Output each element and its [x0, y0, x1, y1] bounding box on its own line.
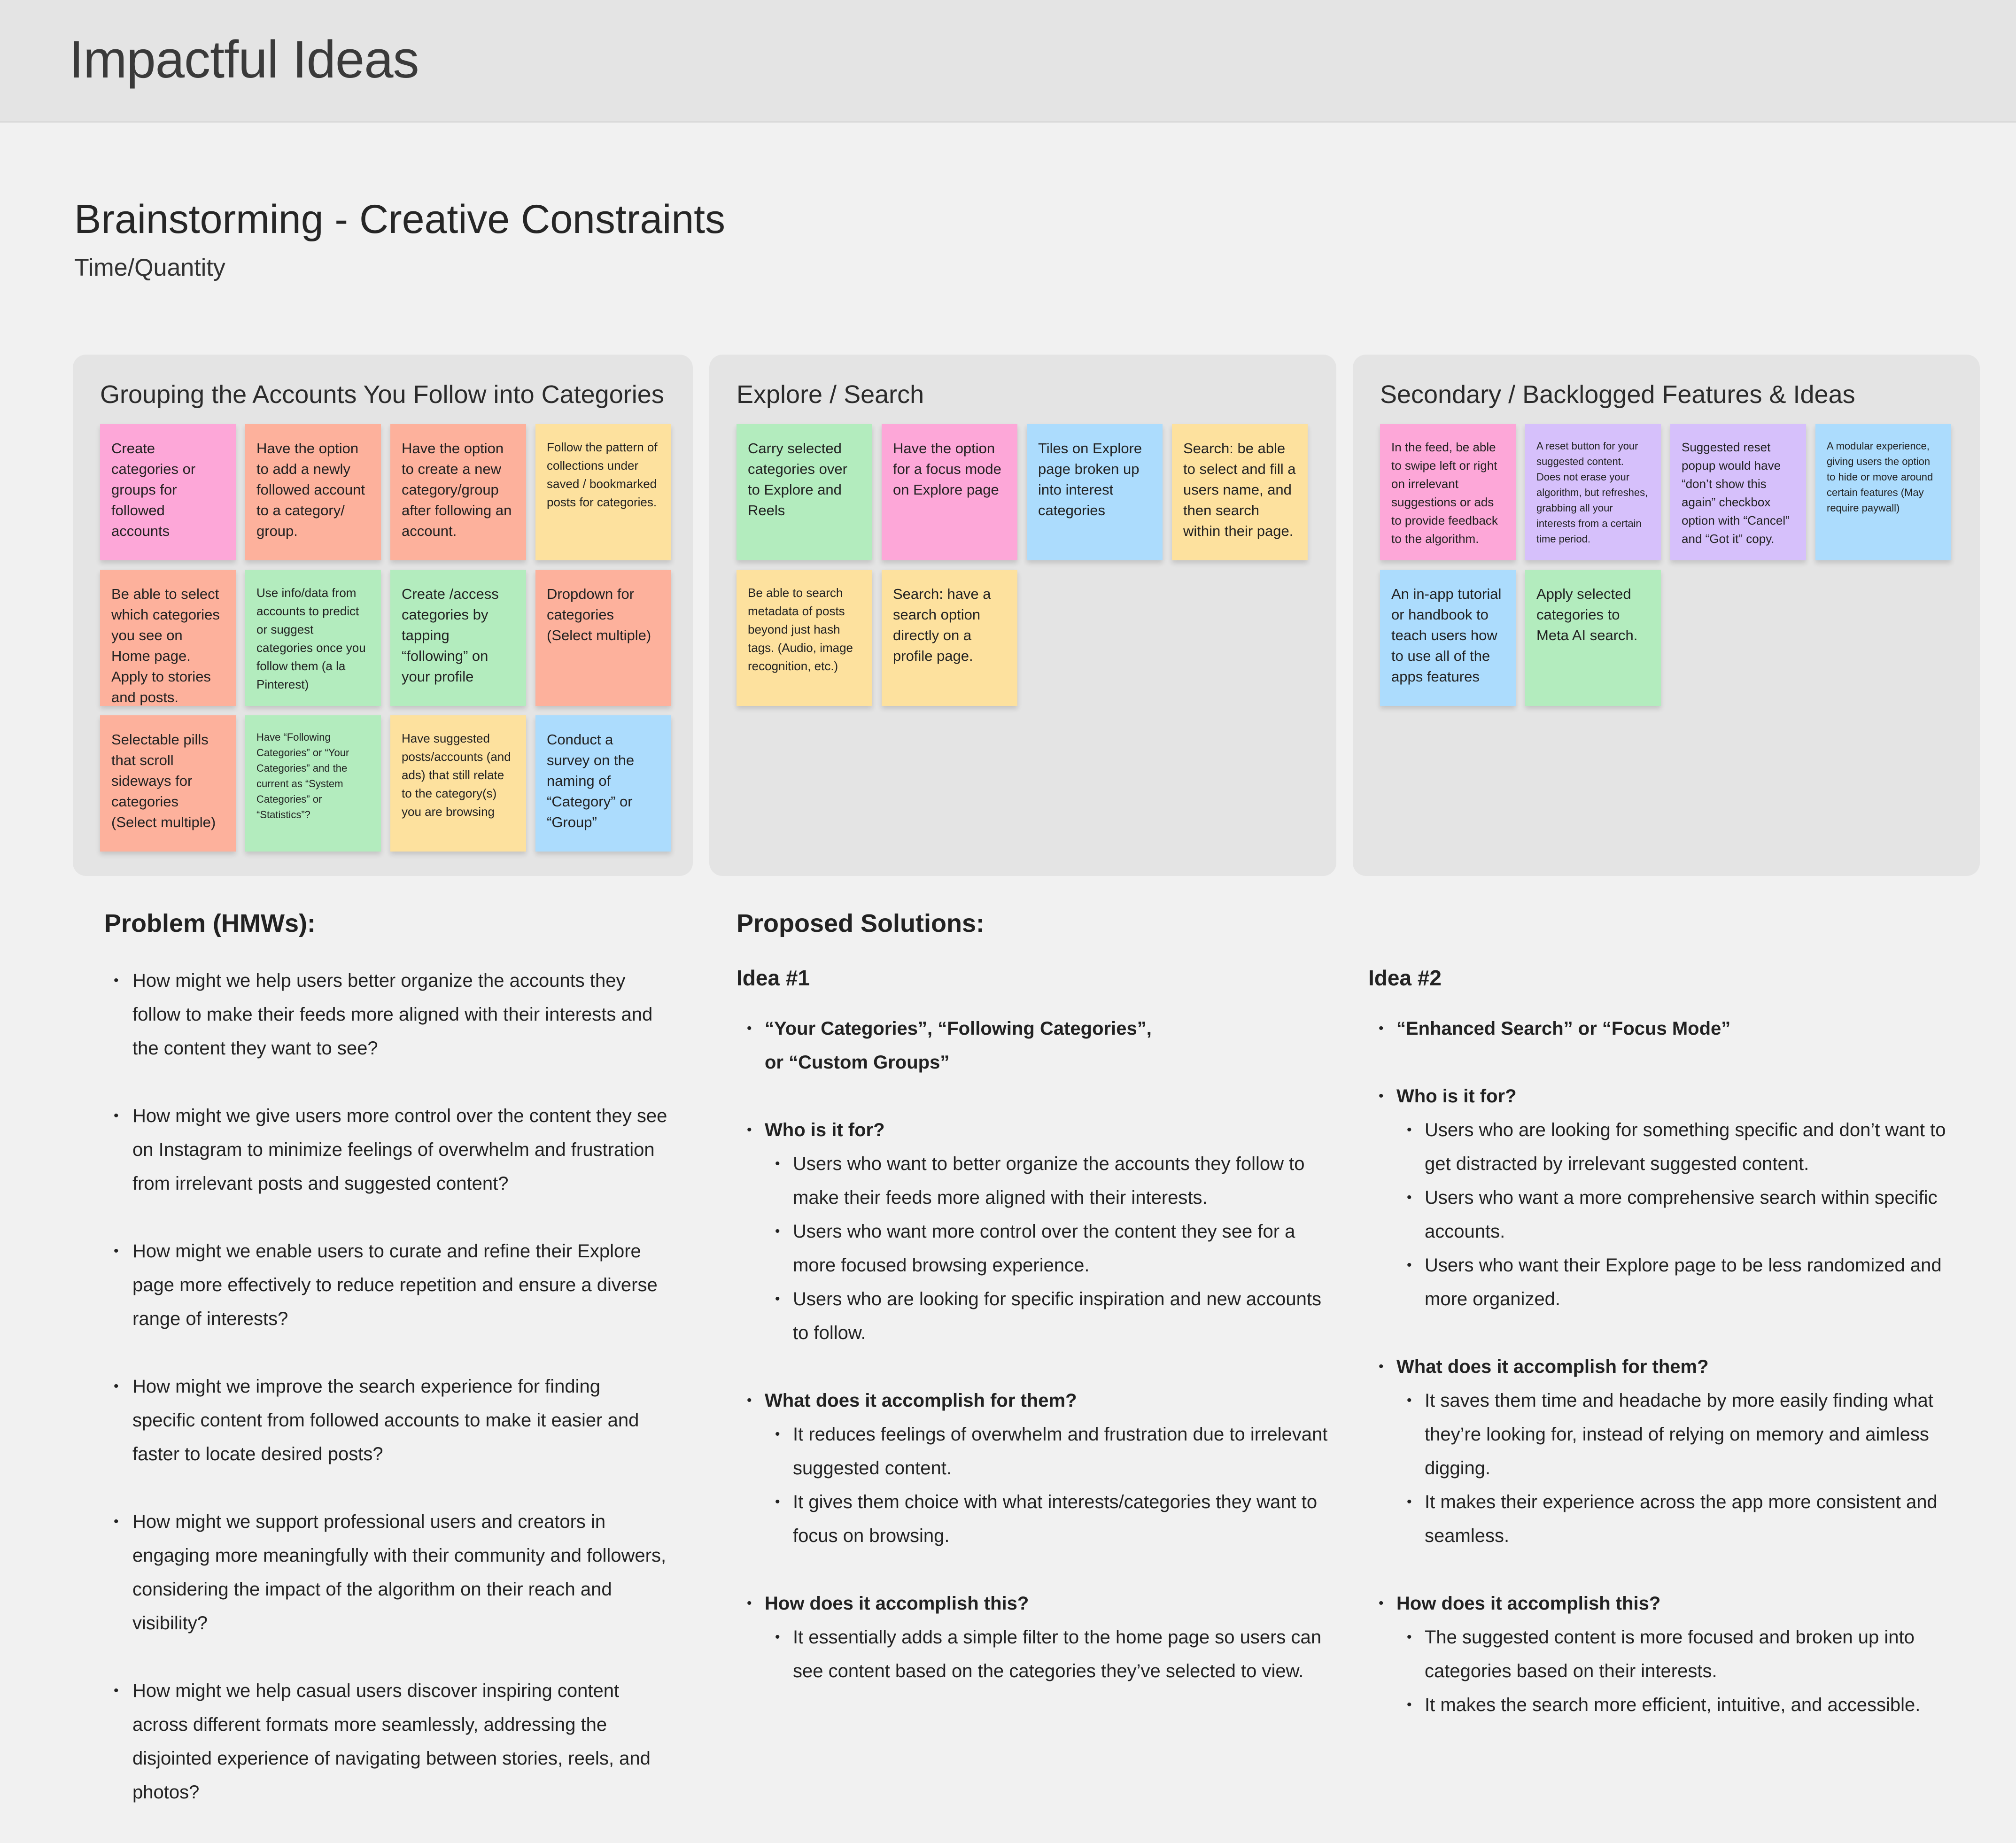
how-section: How does it accomplish this? It essentia…	[737, 1587, 1328, 1688]
hmw-list: How might we help users better organize …	[104, 964, 668, 1809]
panel-grouping: Grouping the Accounts You Follow into Ca…	[73, 355, 693, 876]
sticky-note[interactable]: Apply selected categories to Meta AI sea…	[1525, 570, 1661, 706]
what-list: It saves them time and headache by more …	[1396, 1384, 1960, 1553]
sticky-note[interactable]: Have the option for a focus mode on Expl…	[882, 424, 1017, 560]
list-item: How might we help casual users discover …	[104, 1674, 668, 1809]
sticky-note[interactable]: Create categories or groups for followed…	[100, 424, 236, 560]
idea-name: “Your Categories”, “Following Categories…	[737, 1012, 1328, 1079]
panel-title: Secondary / Backlogged Features & Ideas	[1380, 380, 1855, 409]
list-item: How might we enable users to curate and …	[104, 1234, 668, 1336]
problem-title: Problem (HMWs):	[104, 909, 316, 937]
idea-title: Idea #2	[1368, 966, 1442, 990]
list-item: The suggested content is more focused an…	[1396, 1620, 1960, 1688]
list-item: Users who want a more comprehensive sear…	[1396, 1181, 1960, 1248]
sticky-note[interactable]: Suggested reset popup would have “don’t …	[1670, 424, 1806, 560]
sticky-note[interactable]: Dropdown for categories (Select multiple…	[535, 570, 671, 706]
how-list: It essentially adds a simple filter to t…	[765, 1620, 1328, 1688]
list-item: It saves them time and headache by more …	[1396, 1384, 1960, 1485]
sticky-note[interactable]: Follow the pattern of collections under …	[535, 424, 671, 560]
who-label: Who is it for?	[1396, 1086, 1517, 1107]
who-label: Who is it for?	[765, 1120, 885, 1140]
problem-section: Problem (HMWs): How might we help users …	[104, 909, 687, 1843]
list-item: How might we support professional users …	[104, 1505, 668, 1640]
list-item: It reduces feelings of overwhelm and fru…	[765, 1417, 1328, 1485]
sticky-note[interactable]: Use info/data from accounts to predict o…	[245, 570, 381, 706]
section-title: Brainstorming - Creative Constraints	[74, 197, 726, 242]
idea-1-section: Idea #1 “Your Categories”, “Following Ca…	[737, 965, 1328, 1722]
list-item: Users who are looking for something spec…	[1396, 1113, 1960, 1181]
list-item: It makes their experience across the app…	[1396, 1485, 1960, 1553]
idea-name: “Enhanced Search” or “Focus Mode”	[1368, 1012, 1960, 1045]
sticky-note[interactable]: Have the option to add a newly followed …	[245, 424, 381, 560]
page-header: Impactful Ideas	[0, 0, 2016, 123]
what-label: What does it accomplish for them?	[1396, 1356, 1709, 1377]
sticky-note[interactable]: Be able to search metadata of posts beyo…	[737, 570, 872, 706]
list-item: It makes the search more efficient, intu…	[1396, 1688, 1960, 1722]
list-item: Users who want more control over the con…	[765, 1215, 1328, 1282]
idea-title: Idea #1	[737, 966, 810, 990]
list-item: Users who want to better organize the ac…	[765, 1147, 1328, 1215]
how-label: How does it accomplish this?	[1396, 1593, 1661, 1614]
solutions-title: Proposed Solutions:	[737, 909, 985, 937]
sticky-note[interactable]: Have suggested posts/accounts (and ads) …	[390, 715, 526, 852]
sticky-notes-grid: Create categories or groups for followed…	[100, 424, 671, 852]
sticky-note[interactable]: Selectable pills that scroll sideways fo…	[100, 715, 236, 852]
who-list: Users who want to better organize the ac…	[765, 1147, 1328, 1350]
what-section: What does it accomplish for them? It red…	[737, 1384, 1328, 1553]
idea-1-list: “Your Categories”, “Following Categories…	[737, 1012, 1328, 1688]
sticky-note[interactable]: Tiles on Explore page broken up into int…	[1027, 424, 1163, 560]
idea-2-list: “Enhanced Search” or “Focus Mode” Who is…	[1368, 1012, 1960, 1722]
sticky-note[interactable]: A reset button for your suggested conten…	[1525, 424, 1661, 560]
list-item: Users who want their Explore page to be …	[1396, 1248, 1960, 1316]
sticky-note[interactable]: Search: have a search option directly on…	[882, 570, 1017, 706]
section-subtitle: Time/Quantity	[74, 254, 225, 281]
sticky-note[interactable]: Carry selected categories over to Explor…	[737, 424, 872, 560]
panel-explore-search: Explore / Search Carry selected categori…	[709, 355, 1336, 876]
panel-secondary-features: Secondary / Backlogged Features & Ideas …	[1353, 355, 1980, 876]
page-title: Impactful Ideas	[69, 30, 419, 89]
what-label: What does it accomplish for them?	[765, 1390, 1077, 1411]
list-item: How might we give users more control ove…	[104, 1099, 668, 1200]
what-list: It reduces feelings of overwhelm and fru…	[765, 1417, 1328, 1553]
sticky-note[interactable]: Search: be able to select and fill a use…	[1172, 424, 1308, 560]
solutions-header: Proposed Solutions:	[737, 909, 985, 938]
sticky-note[interactable]: Have “Following Categories” or “Your Cat…	[245, 715, 381, 852]
list-item: Users who are looking for specific inspi…	[765, 1282, 1328, 1350]
sticky-note[interactable]: Conduct a survey on the naming of “Categ…	[535, 715, 671, 852]
who-section: Who is it for? Users who want to better …	[737, 1113, 1328, 1350]
list-item: How might we improve the search experien…	[104, 1370, 668, 1471]
sticky-note[interactable]: A modular experience, giving users the o…	[1815, 424, 1951, 560]
how-section: How does it accomplish this? The suggest…	[1368, 1587, 1960, 1722]
list-item: It gives them choice with what interests…	[765, 1485, 1328, 1553]
panel-title: Explore / Search	[737, 380, 924, 409]
sticky-note[interactable]: In the feed, be able to swipe left or ri…	[1380, 424, 1516, 560]
how-list: The suggested content is more focused an…	[1396, 1620, 1960, 1722]
how-label: How does it accomplish this?	[765, 1593, 1029, 1614]
sticky-note[interactable]: Have the option to create a new category…	[390, 424, 526, 560]
idea-2-section: Idea #2 “Enhanced Search” or “Focus Mode…	[1368, 965, 1960, 1756]
idea-name-text: “Enhanced Search” or “Focus Mode”	[1396, 1018, 1731, 1039]
panel-title: Grouping the Accounts You Follow into Ca…	[100, 380, 664, 409]
list-item: How might we help users better organize …	[104, 964, 668, 1065]
sticky-note[interactable]: Be able to select which categories you s…	[100, 570, 236, 706]
idea-name-text: “Your Categories”, “Following Categories…	[765, 1018, 1152, 1073]
who-section: Who is it for? Users who are looking for…	[1368, 1079, 1960, 1316]
sticky-notes-grid: In the feed, be able to swipe left or ri…	[1380, 424, 1951, 706]
list-item: It essentially adds a simple filter to t…	[765, 1620, 1328, 1688]
who-list: Users who are looking for something spec…	[1396, 1113, 1960, 1316]
what-section: What does it accomplish for them? It sav…	[1368, 1350, 1960, 1553]
sticky-note[interactable]: An in-app tutorial or handbook to teach …	[1380, 570, 1516, 706]
sticky-note[interactable]: Create /access categories by tapping “fo…	[390, 570, 526, 706]
sticky-notes-grid: Carry selected categories over to Explor…	[737, 424, 1308, 706]
